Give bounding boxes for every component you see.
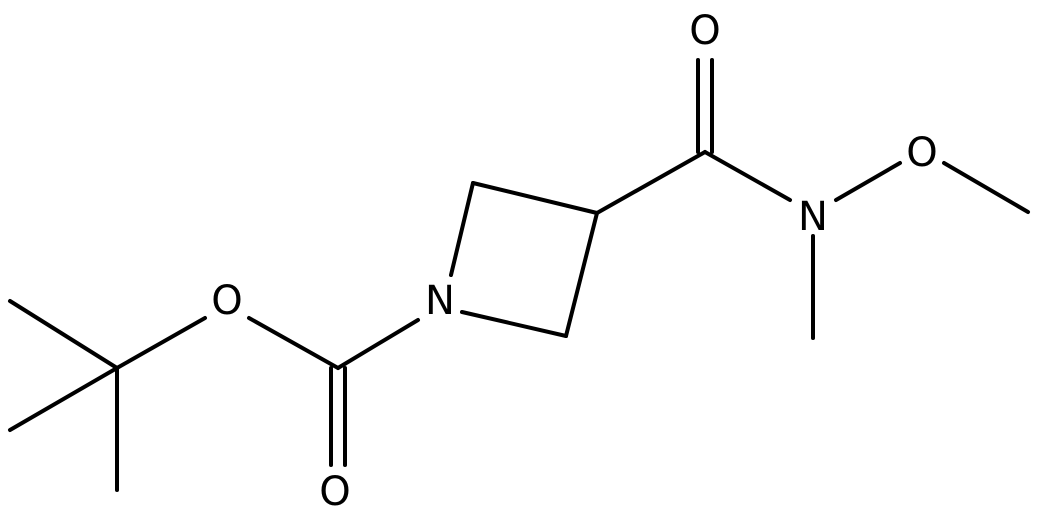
- atom-n-amide: N: [798, 194, 828, 240]
- bond-lines: [8, 58, 1030, 492]
- bond-ring-right: [564, 211, 599, 338]
- bond-tbu-to-ester-o: [115, 316, 207, 370]
- atom-o-boc-carbonyl: O: [319, 469, 350, 515]
- bond-ring-n-bottom: [460, 310, 568, 338]
- bond-ring-to-amide-carbon: [595, 150, 707, 215]
- bond-ester-o-to-carbonyl: [247, 316, 340, 370]
- atom-n-azetidine: N: [425, 278, 455, 324]
- bond-tbu-methyl-left: [8, 366, 119, 432]
- bond-n-to-methoxy-o: [834, 161, 902, 202]
- atom-o-amide-carbonyl: O: [689, 8, 720, 54]
- bond-ring-top: [471, 181, 599, 215]
- atom-o-ester: O: [211, 278, 242, 324]
- bond-amide-carbon-to-n: [703, 150, 792, 202]
- bond-methoxy-o-to-methyl: [942, 161, 1030, 214]
- atom-labels: O O N N O O: [211, 8, 937, 515]
- bond-ring-n-top: [449, 181, 475, 277]
- atom-o-methoxy: O: [906, 130, 937, 176]
- bond-carbonyl-to-n: [336, 318, 420, 370]
- bond-tbu-methyl-top: [8, 299, 119, 370]
